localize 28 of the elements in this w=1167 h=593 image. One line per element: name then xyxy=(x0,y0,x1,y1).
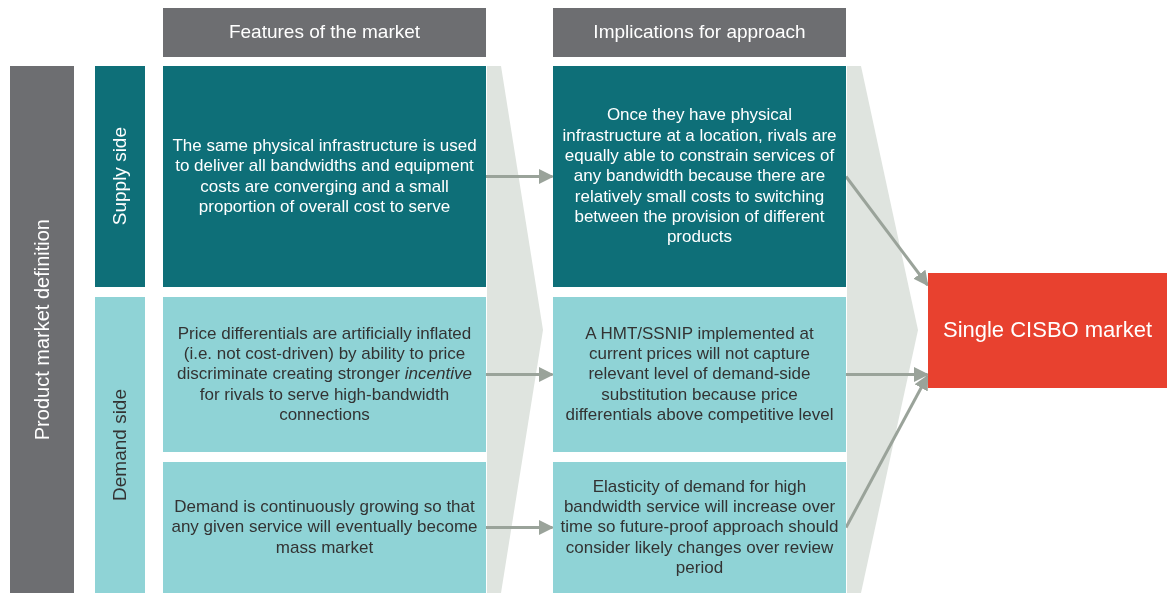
arrow xyxy=(486,367,554,382)
box-text: The same physical infrastructure is used to deliver all bandwidths and equipment costs are converging and a small proportion of overall cost to serve xyxy=(171,135,478,218)
box-text: Price differentials are artificially inflated (i.e. not cost-driven) by ability to price discriminate creating stronger incentive for rivals to serve high-bandwidth connections xyxy=(176,323,473,426)
box-text: Demand is continuously growing so that any given service will eventually become mass market xyxy=(171,496,478,559)
text-box xyxy=(553,297,846,452)
result-box xyxy=(928,273,1167,388)
text-box xyxy=(163,297,486,452)
column-header xyxy=(163,8,486,57)
box-text: A HMT/SSNIP implemented at current prices will not capture relevant level of demand-side substitution because price differentials above competitive level xyxy=(564,323,835,426)
text-box xyxy=(553,66,846,287)
box-text: Features of the market xyxy=(228,21,421,44)
arrow xyxy=(486,169,554,184)
text-box xyxy=(163,462,486,593)
box-text: Elasticity of demand for high bandwidth service will increase over time so future-proof approach should consider likely changes over review period xyxy=(559,476,840,579)
vertical-label: Product market definition xyxy=(30,218,54,441)
column-header xyxy=(553,8,846,57)
vertical-label: Demand side xyxy=(108,389,131,501)
box-text: Single CISBO market xyxy=(942,317,1153,344)
box-text: Once they have physical infrastructure at a location, rivals are equally able to constrain services of any bandwidth because there are relatively small costs to switching between the provision of different products xyxy=(561,105,838,248)
text-box xyxy=(553,462,846,593)
row-label-band xyxy=(95,66,145,287)
row-group-band xyxy=(10,66,74,593)
box-text: Implications for approach xyxy=(593,21,806,44)
arrow xyxy=(486,520,554,535)
vertical-label: Supply side xyxy=(108,127,131,226)
arrow xyxy=(846,367,929,382)
row-label-band xyxy=(95,297,145,593)
text-box xyxy=(163,66,486,287)
